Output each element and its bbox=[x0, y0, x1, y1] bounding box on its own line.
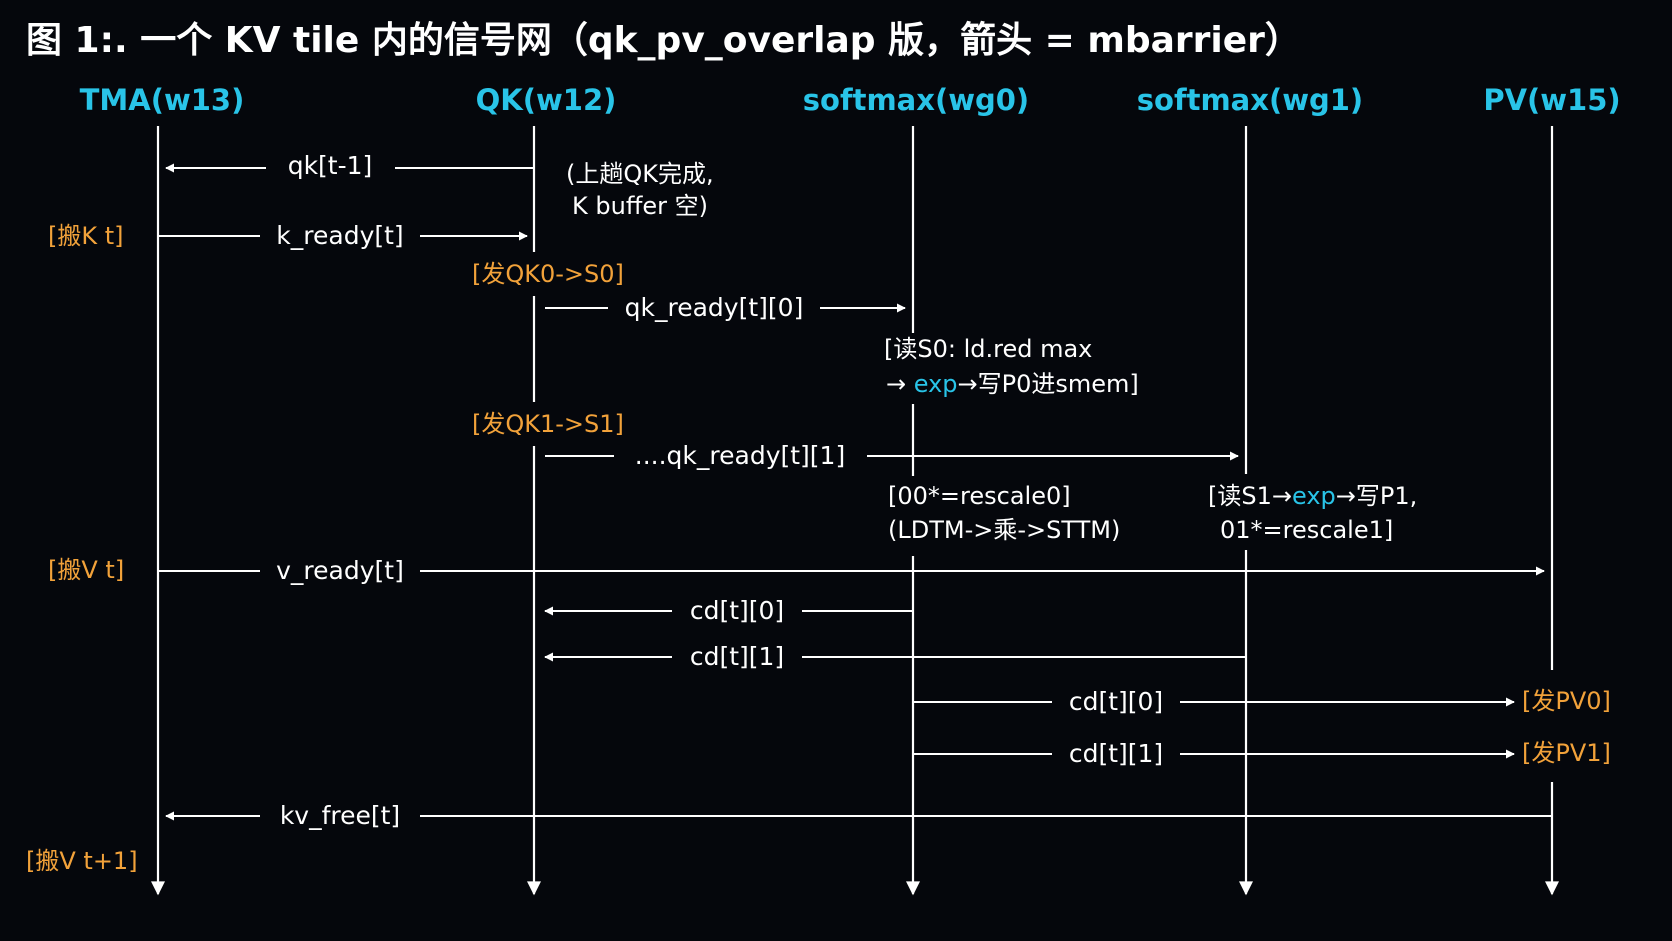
message-label: cd[t][1] bbox=[1069, 739, 1163, 768]
message-label: qk[t-1] bbox=[288, 151, 373, 180]
action-label: [发PV0] bbox=[1522, 687, 1611, 715]
message-label: cd[t][0] bbox=[690, 596, 784, 625]
lane-header-softmax-wg0: softmax(wg0) bbox=[803, 83, 1029, 117]
message-label: v_ready[t] bbox=[276, 556, 404, 585]
note-rescale0-line2: (LDTM->乘->STTM) bbox=[888, 516, 1120, 544]
action-label: [搬V t+1] bbox=[26, 847, 138, 875]
message-label: ....qk_ready[t][1] bbox=[635, 441, 845, 470]
note-s1-line1: [读S1→exp→写P1, bbox=[1208, 482, 1417, 510]
note-s0-line1: [读S0: ld.red max bbox=[884, 335, 1092, 363]
message-label: cd[t][1] bbox=[690, 642, 784, 671]
note-qk-prev-line2: K buffer 空) bbox=[572, 192, 708, 220]
action-label: [发QK0->S0] bbox=[472, 260, 624, 288]
action-label: [发QK1->S1] bbox=[472, 410, 624, 438]
message-label: k_ready[t] bbox=[276, 221, 403, 250]
note-s0-line2: → exp→写P0进smem] bbox=[886, 370, 1139, 398]
note-rescale0-line1: [00*=rescale0] bbox=[888, 482, 1071, 510]
note-s1-line2: 01*=rescale1] bbox=[1220, 516, 1393, 544]
lane-header-qk: QK(w12) bbox=[476, 83, 617, 117]
action-label: [发PV1] bbox=[1522, 739, 1611, 767]
lane-header-pv: PV(w15) bbox=[1483, 83, 1620, 117]
lane-header-tma: TMA(w13) bbox=[80, 83, 245, 117]
note-qk-prev-line1: (上趟QK完成, bbox=[566, 160, 714, 188]
message-label: cd[t][0] bbox=[1069, 687, 1163, 716]
action-label: [搬K t] bbox=[48, 222, 124, 250]
action-label: [搬V t] bbox=[48, 556, 124, 584]
lane-header-softmax-wg1: softmax(wg1) bbox=[1137, 83, 1363, 117]
message-label: qk_ready[t][0] bbox=[625, 293, 804, 322]
message-label: kv_free[t] bbox=[280, 801, 400, 830]
page-title: 图 1:. 一个 KV tile 内的信号网（qk_pv_overlap 版，箭… bbox=[26, 20, 1301, 61]
